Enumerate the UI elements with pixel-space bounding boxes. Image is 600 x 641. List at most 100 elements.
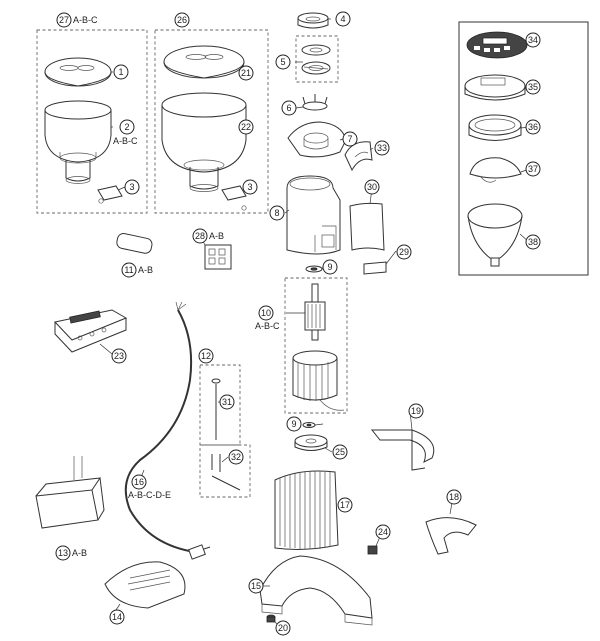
- group-box-27: [36, 29, 148, 214]
- callout-19: 19: [408, 403, 424, 419]
- callout-24: 24: [375, 524, 391, 540]
- svg-text:31: 31: [222, 397, 232, 407]
- svg-text:11: 11: [124, 265, 133, 275]
- hopper-bowl-large-part: [161, 92, 247, 192]
- svg-text:4: 4: [340, 14, 345, 24]
- svg-text:12: 12: [201, 351, 211, 361]
- shutter-slide-part-left: [97, 185, 123, 204]
- fork-plate-part: [425, 517, 477, 555]
- svg-text:38: 38: [528, 237, 538, 247]
- svg-text:19: 19: [411, 406, 421, 416]
- svg-text:17: 17: [340, 500, 350, 510]
- label-strip-part: [363, 261, 387, 275]
- front-shield-part: [349, 202, 385, 251]
- motor-armature-part: [304, 283, 326, 341]
- callout-7: 7: [342, 131, 358, 147]
- housing-body-part: [286, 175, 341, 255]
- svg-text:25: 25: [335, 447, 345, 457]
- callout-3-right: 3: [242, 179, 258, 195]
- callout-31: 31: [219, 394, 235, 410]
- hopper-bowl-part: [44, 100, 112, 184]
- svg-text:16: 16: [134, 477, 144, 487]
- svg-text:26: 26: [177, 15, 187, 25]
- callout-15: 15: [248, 578, 264, 594]
- spout-part: [344, 141, 373, 172]
- callout-13: 13 A-B: [55, 545, 87, 561]
- callout-35: 35: [525, 79, 541, 95]
- capacitor-part: [116, 233, 153, 254]
- svg-text:13: 13: [58, 548, 68, 558]
- control-dome-part: [464, 74, 526, 101]
- callout-28: 28 A-B: [192, 228, 224, 244]
- callout-29: 29: [396, 244, 412, 260]
- hopper-lid-large-part: [163, 45, 245, 79]
- burr-carrier-part: [287, 121, 347, 158]
- callout-25: 25: [332, 444, 348, 460]
- svg-text:36: 36: [528, 122, 538, 132]
- svg-text:22: 22: [241, 122, 251, 132]
- svg-text:A-B: A-B: [209, 231, 224, 241]
- svg-text:A-B-C: A-B-C: [73, 15, 98, 25]
- battery-module-part: [35, 456, 105, 529]
- svg-text:30: 30: [367, 182, 377, 192]
- svg-text:8: 8: [274, 208, 279, 218]
- svg-text:28: 28: [195, 231, 205, 241]
- svg-text:9: 9: [327, 262, 332, 272]
- group-box-5: [295, 35, 339, 83]
- callout-1: 1: [113, 64, 129, 80]
- group-box-26: [154, 29, 269, 214]
- svg-text:6: 6: [286, 103, 291, 113]
- small-switch-part: [367, 545, 378, 555]
- callout-9-upper: 9: [322, 259, 338, 275]
- svg-text:A-B: A-B: [72, 548, 87, 558]
- svg-text:32: 32: [231, 452, 241, 462]
- callout-37: 37: [525, 161, 541, 177]
- dosing-lid-part: [469, 157, 522, 183]
- callout-6: 6: [281, 100, 297, 116]
- shutter-slide-part-right: [221, 185, 247, 211]
- fan-shroud-part: [274, 470, 339, 550]
- svg-text:33: 33: [377, 143, 387, 153]
- callout-5: 5: [275, 54, 291, 70]
- group-box-34-38: [458, 21, 589, 276]
- callout-36: 36: [525, 119, 541, 135]
- svg-text:23: 23: [114, 351, 124, 361]
- group-box-10: [284, 277, 348, 414]
- callout-2: 2 A-B-C: [113, 119, 138, 146]
- svg-text:29: 29: [399, 247, 409, 257]
- callout-3-left: 3: [124, 179, 140, 195]
- control-board-part: [54, 309, 128, 353]
- svg-text:10: 10: [261, 308, 271, 318]
- callout-34: 34: [525, 32, 541, 48]
- callout-10: 10 A-B-C: [255, 305, 280, 331]
- svg-text:A-B: A-B: [138, 265, 153, 275]
- lower-bearing-part: [294, 434, 328, 451]
- hopper-lid-part: [44, 57, 112, 87]
- callout-23: 23: [111, 348, 127, 364]
- keypad-part: [466, 31, 528, 59]
- callout-14: 14: [109, 609, 125, 625]
- callout-9-lower: 9: [286, 416, 302, 432]
- callout-8: 8: [269, 205, 285, 221]
- svg-text:21: 21: [241, 68, 251, 78]
- callout-22: 22: [238, 119, 254, 135]
- svg-text:A-B-C: A-B-C: [113, 136, 138, 146]
- bracket-part: [370, 429, 435, 471]
- dosing-funnel-part: [467, 203, 523, 267]
- callout-21: 21: [238, 65, 254, 81]
- group-box-12-lower: [199, 444, 251, 498]
- callout-30: 30: [364, 179, 380, 195]
- foot-part: [266, 614, 276, 623]
- svg-text:24: 24: [378, 527, 388, 537]
- relay-part: [204, 244, 232, 270]
- callout-32: 32: [228, 449, 244, 465]
- callout-27: 27 A-B-C: [56, 12, 98, 28]
- callout-38: 38: [525, 234, 541, 250]
- callout-16: 16 A-B-C-D-E: [128, 474, 171, 500]
- group-box-12-upper: [199, 364, 241, 446]
- motor-stator-part: [292, 350, 345, 411]
- power-cord-part: [124, 301, 211, 560]
- svg-text:20: 20: [278, 623, 288, 633]
- svg-text:1: 1: [118, 67, 123, 77]
